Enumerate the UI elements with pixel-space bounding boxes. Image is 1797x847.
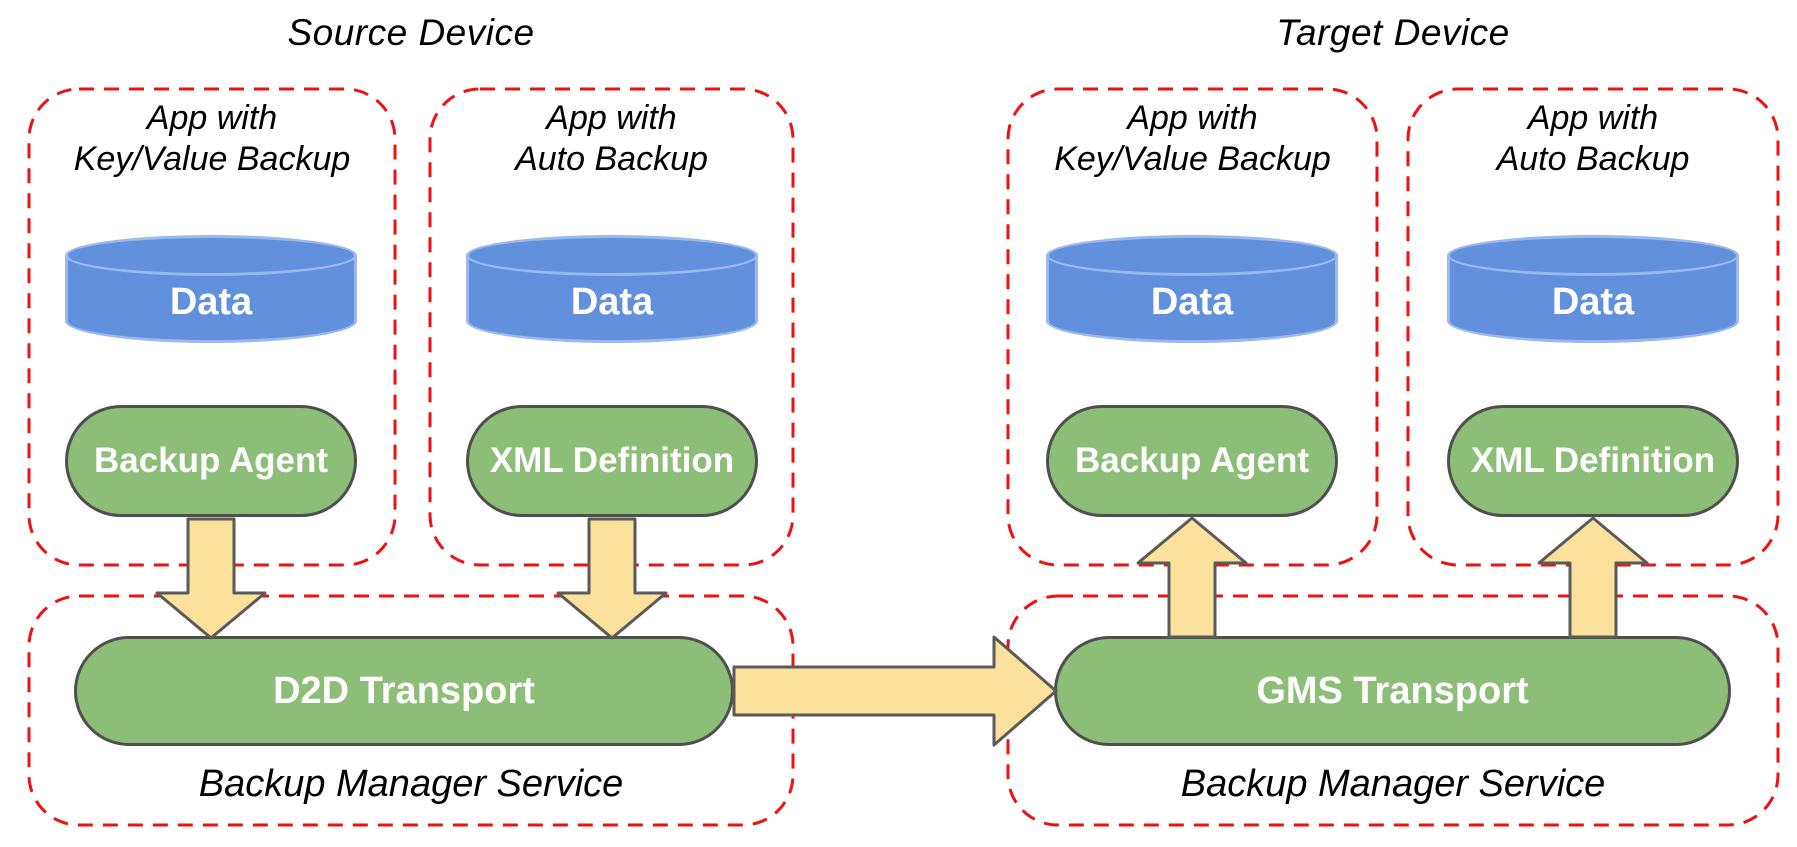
target-backup-manager-label: Backup Manager Service	[1180, 763, 1606, 805]
target-keyvalue-app-heading: App with Key/Value Backup	[1008, 98, 1377, 180]
heading-line: App with	[546, 99, 677, 137]
data-label: Data	[570, 281, 654, 323]
heading-line: Auto Backup	[515, 140, 708, 178]
target-auto-app-heading: App with Auto Backup	[1408, 98, 1778, 180]
target-auto-data-cylinder: Data	[1447, 235, 1739, 343]
data-label: Data	[1551, 281, 1635, 323]
heading-line: App with	[1127, 99, 1258, 137]
d2d-transport-pill: D2D Transport	[74, 636, 734, 746]
cylinder-top	[1447, 235, 1739, 276]
source-backup-manager-label: Backup Manager Service	[198, 763, 624, 805]
heading-line: App with	[1527, 99, 1659, 137]
target-keyvalue-data-cylinder: Data	[1046, 235, 1338, 343]
cylinder-top	[1046, 235, 1338, 276]
gms-transport-pill: GMS Transport	[1054, 636, 1731, 746]
source-xml-definition-pill: XML Definition	[466, 405, 758, 517]
up-arrow-target-auto	[1537, 516, 1649, 639]
heading-line: Key/Value Backup	[73, 140, 351, 178]
source-auto-app-heading: App with Auto Backup	[430, 98, 793, 180]
data-label: Data	[1150, 281, 1234, 323]
right-arrow-d2d-to-gms	[732, 635, 1058, 747]
source-auto-data-cylinder: Data	[466, 235, 758, 343]
data-label: Data	[169, 281, 253, 323]
up-arrow-target-keyvalue	[1136, 516, 1248, 639]
target-backup-agent-pill: Backup Agent	[1046, 405, 1338, 517]
heading-line: Auto Backup	[1496, 140, 1690, 178]
target-xml-definition-pill: XML Definition	[1447, 405, 1739, 517]
source-backup-agent-pill: Backup Agent	[65, 405, 357, 517]
cylinder-top	[65, 235, 357, 276]
source-keyvalue-app-heading: App with Key/Value Backup	[29, 98, 395, 180]
cylinder-top	[466, 235, 758, 276]
down-arrow-source-auto	[556, 517, 668, 640]
heading-line: App with	[146, 99, 278, 137]
target-device-title: Target Device	[1276, 12, 1510, 53]
down-arrow-source-keyvalue	[155, 517, 267, 640]
heading-line: Key/Value Backup	[1054, 140, 1331, 178]
source-device-title: Source Device	[287, 12, 535, 53]
source-keyvalue-data-cylinder: Data	[65, 235, 357, 343]
